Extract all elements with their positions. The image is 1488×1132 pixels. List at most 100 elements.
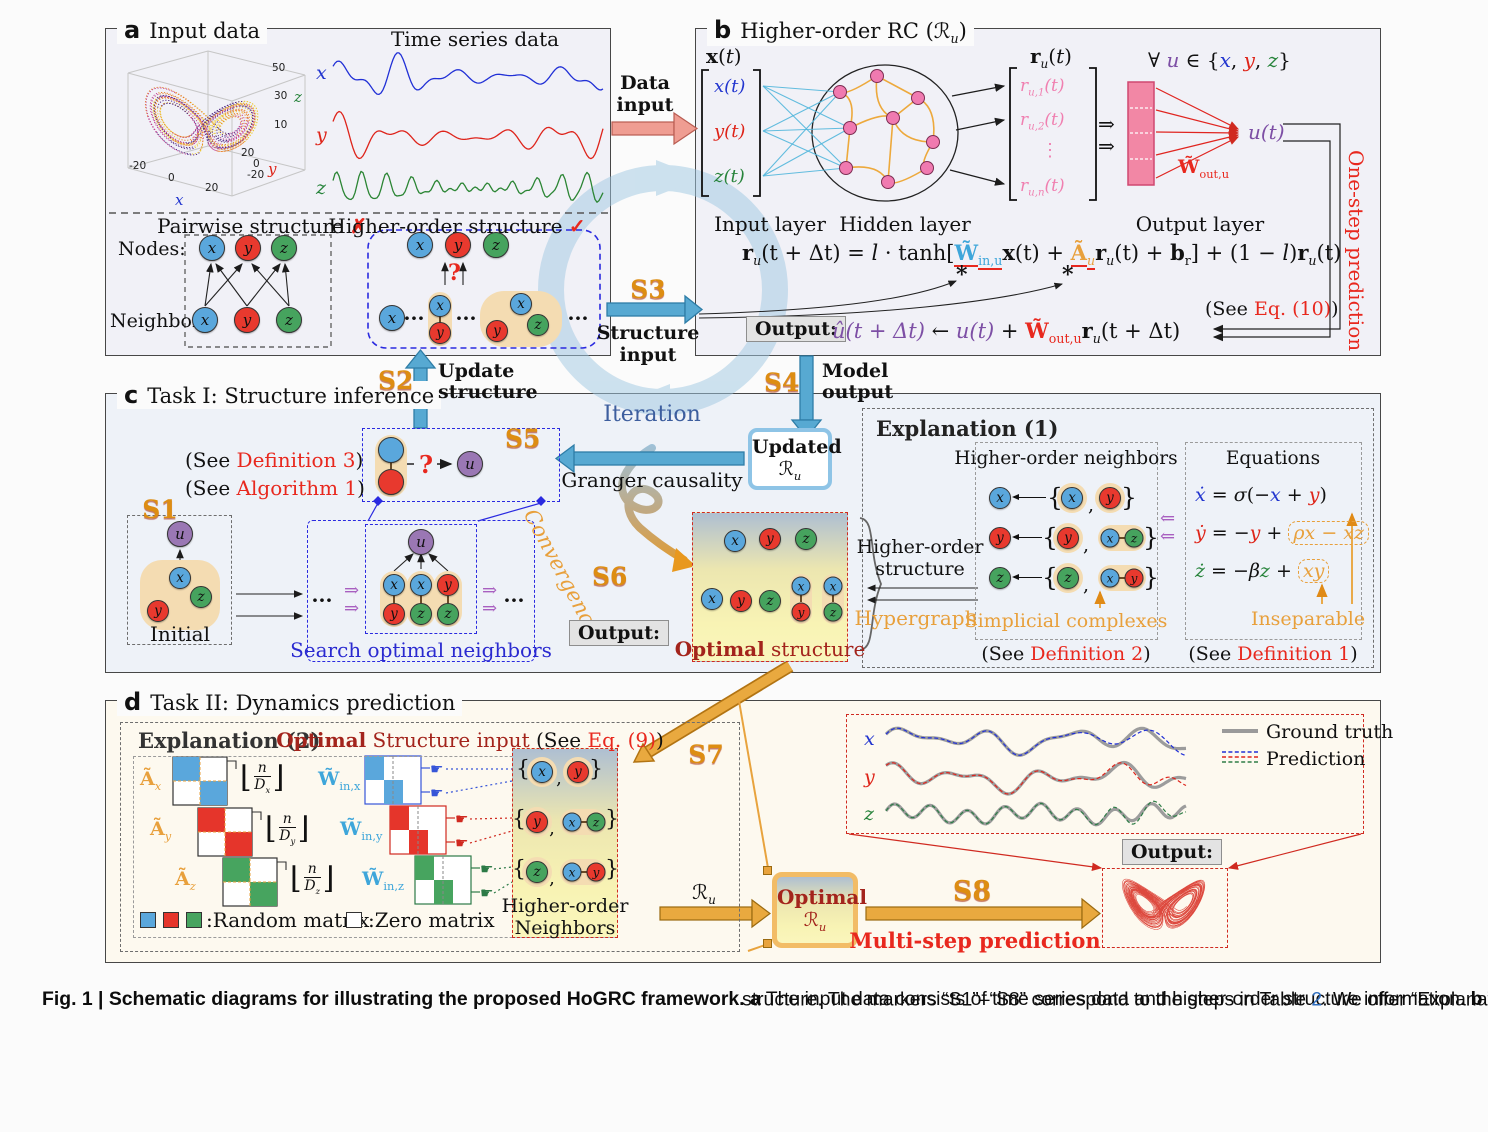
node-x: x	[1100, 528, 1120, 548]
xaxis-letter: x	[175, 191, 184, 209]
text-run: D	[279, 828, 291, 845]
updated-ru-box: Updated ℛu	[748, 428, 842, 490]
text-run: ℛ	[803, 909, 819, 931]
s2-label-2: structure	[438, 381, 538, 403]
one-step-text: One-step prediction	[1344, 150, 1368, 352]
ytick-n20: -20	[247, 169, 265, 181]
nodes-label: Nodes:	[118, 238, 186, 260]
hand-icon: ☛	[455, 810, 469, 828]
brace-close: }	[605, 857, 619, 882]
text-run: (See	[535, 728, 588, 752]
text-run: )	[1350, 643, 1358, 665]
s2-marker: S2	[378, 366, 414, 395]
text-run: )	[1319, 484, 1327, 506]
explanation2-title: Explanation (2)	[138, 728, 321, 753]
node-z: z	[759, 590, 781, 612]
input-vector-header: x(t)	[706, 44, 742, 68]
ground-truth-label: Ground truth	[1266, 721, 1394, 743]
purple-arrow: ⇒	[482, 580, 498, 601]
text-run: u(t)	[1248, 120, 1285, 144]
reference-link[interactable]: Algorithm 1	[236, 476, 358, 500]
comma: ,	[1082, 574, 1090, 596]
purple-arrow: ⇒	[344, 580, 360, 601]
reference-link[interactable]: Definition 2	[1030, 643, 1144, 665]
node-y: y	[147, 600, 169, 622]
text-run: W̃	[318, 768, 340, 790]
hand-icon: ☛	[480, 884, 494, 902]
ztick-50: 50	[272, 62, 286, 74]
ztick-30: 30	[274, 90, 288, 102]
text-run: )	[355, 448, 364, 472]
node-x: x	[1061, 487, 1083, 509]
text-run: u	[1106, 253, 1115, 269]
multi-step-text: Multi-step prediction	[849, 928, 1101, 953]
text-run: û(t + Δt)	[832, 319, 925, 343]
text-run: z	[1259, 560, 1270, 582]
ellipsis: ···	[403, 306, 425, 330]
caption-left-column: Fig. 1 | Schematic diagrams for illustra…	[42, 986, 1488, 1015]
node-z: z	[1057, 567, 1079, 589]
node-x: x	[410, 574, 432, 596]
text-run: +	[1269, 560, 1298, 582]
inseparable-text: Inseparable	[1250, 608, 1366, 630]
node-x: x	[429, 295, 451, 317]
winx-label: W̃in,x	[318, 768, 360, 793]
legend-blue-square	[140, 912, 156, 928]
output-layer-label: Output layer	[1135, 212, 1265, 236]
reference-link[interactable]: Definition 1	[1237, 643, 1351, 665]
node-y: y	[730, 590, 752, 612]
data-input-line2: input	[616, 94, 674, 116]
text-run: Ã	[175, 868, 190, 890]
text-run: σ	[1233, 484, 1247, 506]
node-plain-blue	[378, 437, 404, 463]
see-definition2: (See Definition 2)	[981, 643, 1150, 665]
text-run: (t) +	[1114, 241, 1171, 265]
legend-random-label: :Random matrix	[206, 908, 370, 932]
node-y: y	[1124, 568, 1144, 588]
text-run: )	[655, 728, 664, 752]
left-arrow-icon	[1012, 533, 1042, 540]
text-run: Structure input	[366, 728, 536, 752]
left-arrow-icon	[1012, 493, 1046, 500]
frac-num: n	[303, 861, 321, 879]
frac-num: n	[278, 811, 296, 829]
text-run: W̃	[362, 868, 384, 890]
text-run: y	[164, 828, 172, 843]
s1-marker: S1	[142, 495, 178, 524]
text-run: (t)	[1044, 110, 1065, 130]
double-arrow-2: ⇒	[1098, 134, 1115, 158]
optimal-text: Optimal	[777, 885, 867, 909]
text-run: (t + Δt)	[1100, 319, 1181, 343]
node-y: y	[586, 862, 606, 882]
text-run: +	[1260, 522, 1289, 544]
hand-icon: ☛	[430, 784, 444, 802]
text-run: ,	[1254, 48, 1268, 72]
reference-link[interactable]: Definition 3	[236, 448, 356, 472]
iteration-label: Iteration	[603, 402, 700, 427]
pred-x-letter: x	[864, 728, 875, 750]
text-run: = −	[1205, 560, 1249, 582]
text-run: D	[304, 878, 316, 895]
pred-x-label: x	[864, 728, 875, 750]
reference-link[interactable]: Eq. (9)	[587, 728, 656, 752]
text-run: (See	[981, 643, 1031, 665]
pred-y-label: y	[864, 766, 875, 788]
query-question: ?	[419, 450, 433, 479]
reference-link[interactable]: 2	[1311, 988, 1323, 1011]
asterisk-2: *	[1062, 262, 1074, 288]
xtick-n20: -20	[129, 160, 147, 172]
reference-link[interactable]: Eq. (10)	[1253, 298, 1332, 320]
search-outer-box	[307, 520, 535, 662]
text-run: )	[357, 476, 365, 500]
text-run: (See	[185, 448, 237, 472]
panel-a-tag: a	[124, 16, 141, 44]
node-x: x	[192, 307, 218, 333]
text-run: W̃	[1025, 318, 1049, 343]
legend-green-square	[186, 912, 202, 928]
text-run: +	[994, 319, 1026, 343]
panel-c-tag: c	[124, 381, 139, 409]
hon2-line2: Neighbors	[514, 917, 616, 939]
s3-marker: S3	[630, 275, 666, 304]
text-run: z(t)	[714, 166, 745, 187]
